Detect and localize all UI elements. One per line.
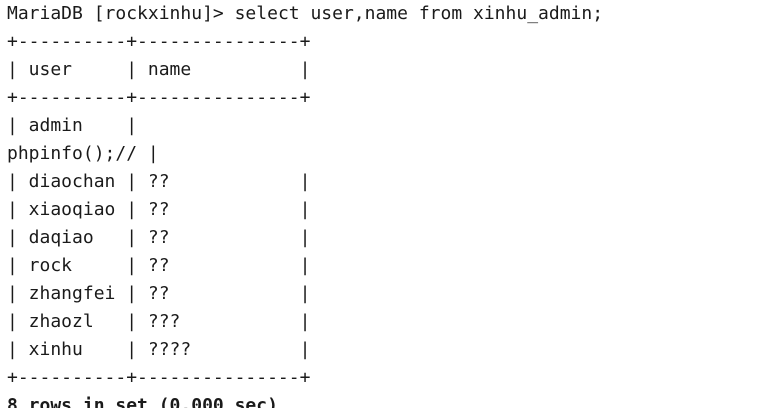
table-border-bottom: +----------+---------------+ bbox=[7, 367, 311, 388]
table-row: | zhaozl | ??? | bbox=[7, 311, 311, 332]
table-row: | daqiao | ?? | bbox=[7, 227, 311, 248]
table-row: | xinhu | ???? | bbox=[7, 339, 311, 360]
prompt: MariaDB [rockxinhu]> bbox=[7, 3, 224, 24]
table-header-row: | user | name | bbox=[7, 59, 311, 80]
table-row: | rock | ?? | bbox=[7, 255, 311, 276]
result-summary: 8 rows in set (0.000 sec) bbox=[7, 395, 278, 408]
table-row: | xiaoqiao | ?? | bbox=[7, 199, 311, 220]
command-line: MariaDB [rockxinhu]> select user,name fr… bbox=[7, 0, 603, 28]
command-text: select user,name from xinhu_admin; bbox=[234, 3, 604, 24]
table-row: | admin | bbox=[7, 115, 138, 136]
table-border-header: +----------+---------------+ bbox=[7, 87, 311, 108]
table-row: | diaochan | ?? | bbox=[7, 171, 311, 192]
table-row: phpinfo();// | bbox=[7, 143, 159, 164]
table-border-top: +----------+---------------+ bbox=[7, 31, 311, 52]
table-row: | zhangfei | ?? | bbox=[7, 283, 311, 304]
